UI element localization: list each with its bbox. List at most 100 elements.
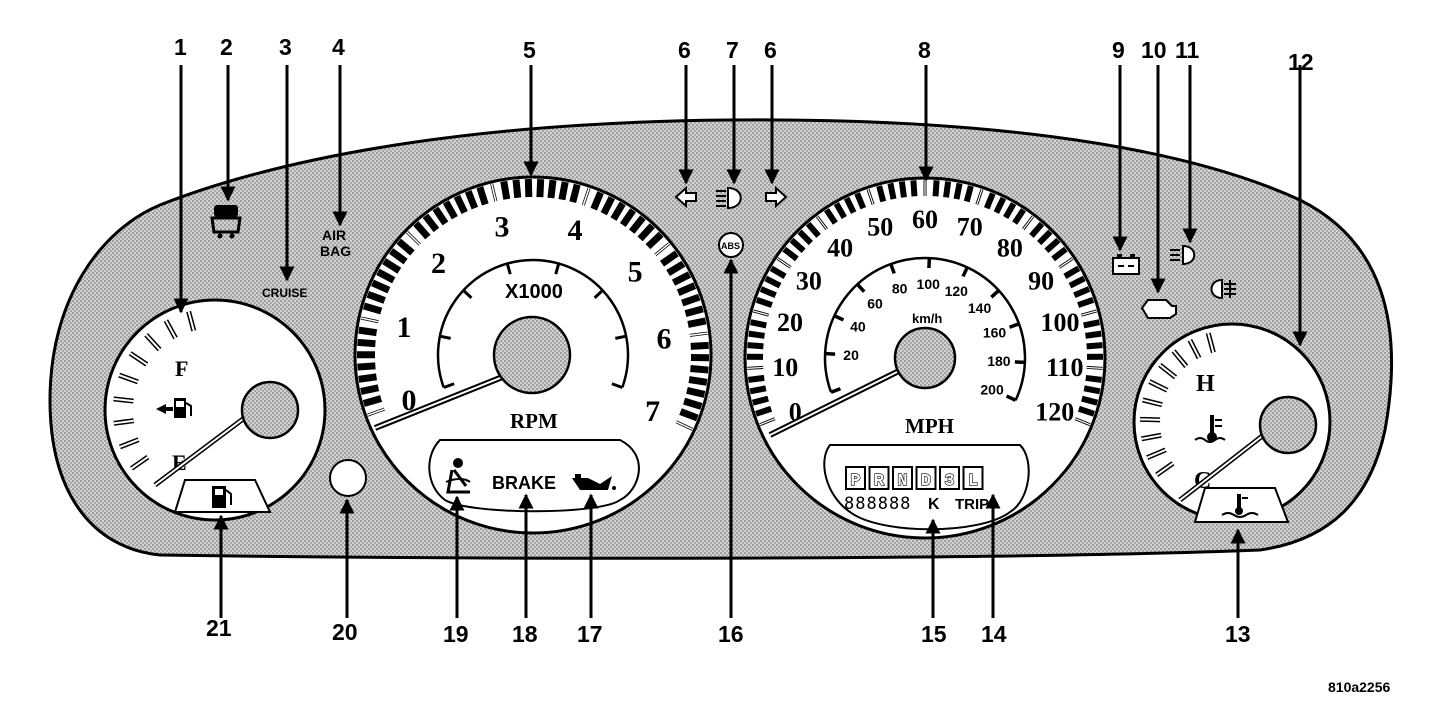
speed-tick <box>755 405 773 417</box>
callout-labels: 1 2 3 4 5 6 7 6 8 9 10 11 12 13 14 15 16… <box>174 34 1314 647</box>
callout-10: 10 <box>1141 37 1167 63</box>
battery-icon <box>1112 254 1140 275</box>
kmh-label: 200 <box>980 381 1004 397</box>
tach-label: 0 <box>401 384 416 417</box>
coolant-warning-icon <box>1221 494 1259 518</box>
speed-tick <box>910 180 918 197</box>
tach-tick <box>362 395 383 407</box>
kmh-unit-label: km/h <box>912 311 942 326</box>
kmh-tick <box>856 283 866 293</box>
kmh-tick <box>1008 322 1020 329</box>
gear-letter: N <box>897 472 907 491</box>
speed-tick <box>1077 297 1095 308</box>
gear-box <box>892 466 913 490</box>
speed-tick <box>755 297 773 308</box>
turn-right-arrow-icon <box>765 185 788 209</box>
callout-7: 7 <box>726 37 739 63</box>
tach-tick <box>396 238 415 256</box>
speed-tick <box>764 275 782 289</box>
tach-label: 2 <box>431 247 446 280</box>
tach-tick <box>628 215 646 234</box>
tach-tick <box>442 200 458 220</box>
kmh-tick <box>830 387 842 394</box>
tach-tick <box>358 373 378 383</box>
tach-tick <box>413 221 431 240</box>
mph-label: 50 <box>867 212 893 241</box>
callout-1: 1 <box>174 34 187 60</box>
turn-left-arrow-icon <box>674 185 697 209</box>
speed-tick <box>1083 385 1101 395</box>
speed-tick <box>943 181 952 198</box>
fuel-gauge: F E <box>103 298 327 522</box>
kmh-tick <box>889 263 896 275</box>
airbag-indicator-line1: AIR <box>322 227 346 243</box>
kmh-arc <box>823 256 1027 401</box>
speed-tick <box>932 180 940 197</box>
speed-tick <box>1003 202 1017 220</box>
tach-inner-tick <box>439 334 451 340</box>
temp-hot-label: H <box>1196 371 1215 397</box>
tach-tick <box>600 196 615 216</box>
tach-tick <box>376 268 396 284</box>
gear-letter: P <box>850 472 860 491</box>
tach-tick <box>558 181 569 201</box>
security-icon <box>210 205 242 239</box>
tach-label: 7 <box>645 395 660 428</box>
tach-label: 4 <box>568 214 583 247</box>
speed-tick <box>750 319 767 329</box>
gear-box <box>845 466 866 490</box>
brake-indicator: BRAKE <box>492 473 556 493</box>
tach-label: 3 <box>495 211 510 244</box>
speed-tick <box>1086 342 1103 350</box>
speed-tick <box>1081 395 1099 406</box>
tach-tick <box>371 279 391 294</box>
tach-label: 6 <box>656 323 671 356</box>
kmh-label: 80 <box>892 280 908 296</box>
speed-tick <box>887 182 897 200</box>
speed-tick <box>1085 374 1103 383</box>
fuel-pump-icon <box>174 398 192 418</box>
tach-tick <box>536 179 545 198</box>
tach-tick <box>362 302 383 315</box>
callout-14: 14 <box>981 621 1007 647</box>
tach-tick <box>500 180 511 200</box>
callout-2: 2 <box>220 34 233 60</box>
tach-tick <box>464 190 479 210</box>
callout-4: 4 <box>332 34 345 60</box>
speed-tick <box>1063 265 1081 279</box>
tach-inner-tick <box>462 289 473 299</box>
speed-tick <box>747 342 764 350</box>
kmh-label: 100 <box>917 276 941 292</box>
speed-tick <box>1085 330 1102 339</box>
tach-tick <box>432 206 449 226</box>
seatbelt-icon <box>445 458 471 494</box>
tach-multiplier-label: X1000 <box>505 281 563 303</box>
tach-tick <box>666 260 686 277</box>
spare-lamp <box>329 459 367 497</box>
fog-lamp-icon <box>1170 244 1196 266</box>
speed-tick <box>1083 319 1100 329</box>
tach-tick <box>382 258 402 274</box>
speed-tick <box>748 330 765 339</box>
speed-tick <box>843 196 857 214</box>
callout-3: 3 <box>279 34 292 60</box>
speed-tick <box>833 202 847 220</box>
kmh-tick <box>833 314 845 322</box>
tach-tick <box>547 179 557 199</box>
mph-label: 110 <box>1046 353 1084 382</box>
speed-tick <box>876 185 887 203</box>
mph-label: 20 <box>777 308 803 337</box>
speed-tick <box>1012 208 1027 225</box>
callout-13: 13 <box>1225 621 1251 647</box>
callout-9: 9 <box>1112 37 1125 63</box>
speed-tick <box>782 246 799 262</box>
speed-tick <box>747 374 765 383</box>
tach-tick <box>366 291 386 304</box>
gear-box <box>939 466 960 490</box>
tach-needle-hub <box>492 315 572 395</box>
tach-inner-tick <box>615 334 627 340</box>
kmh-tick <box>961 266 969 278</box>
